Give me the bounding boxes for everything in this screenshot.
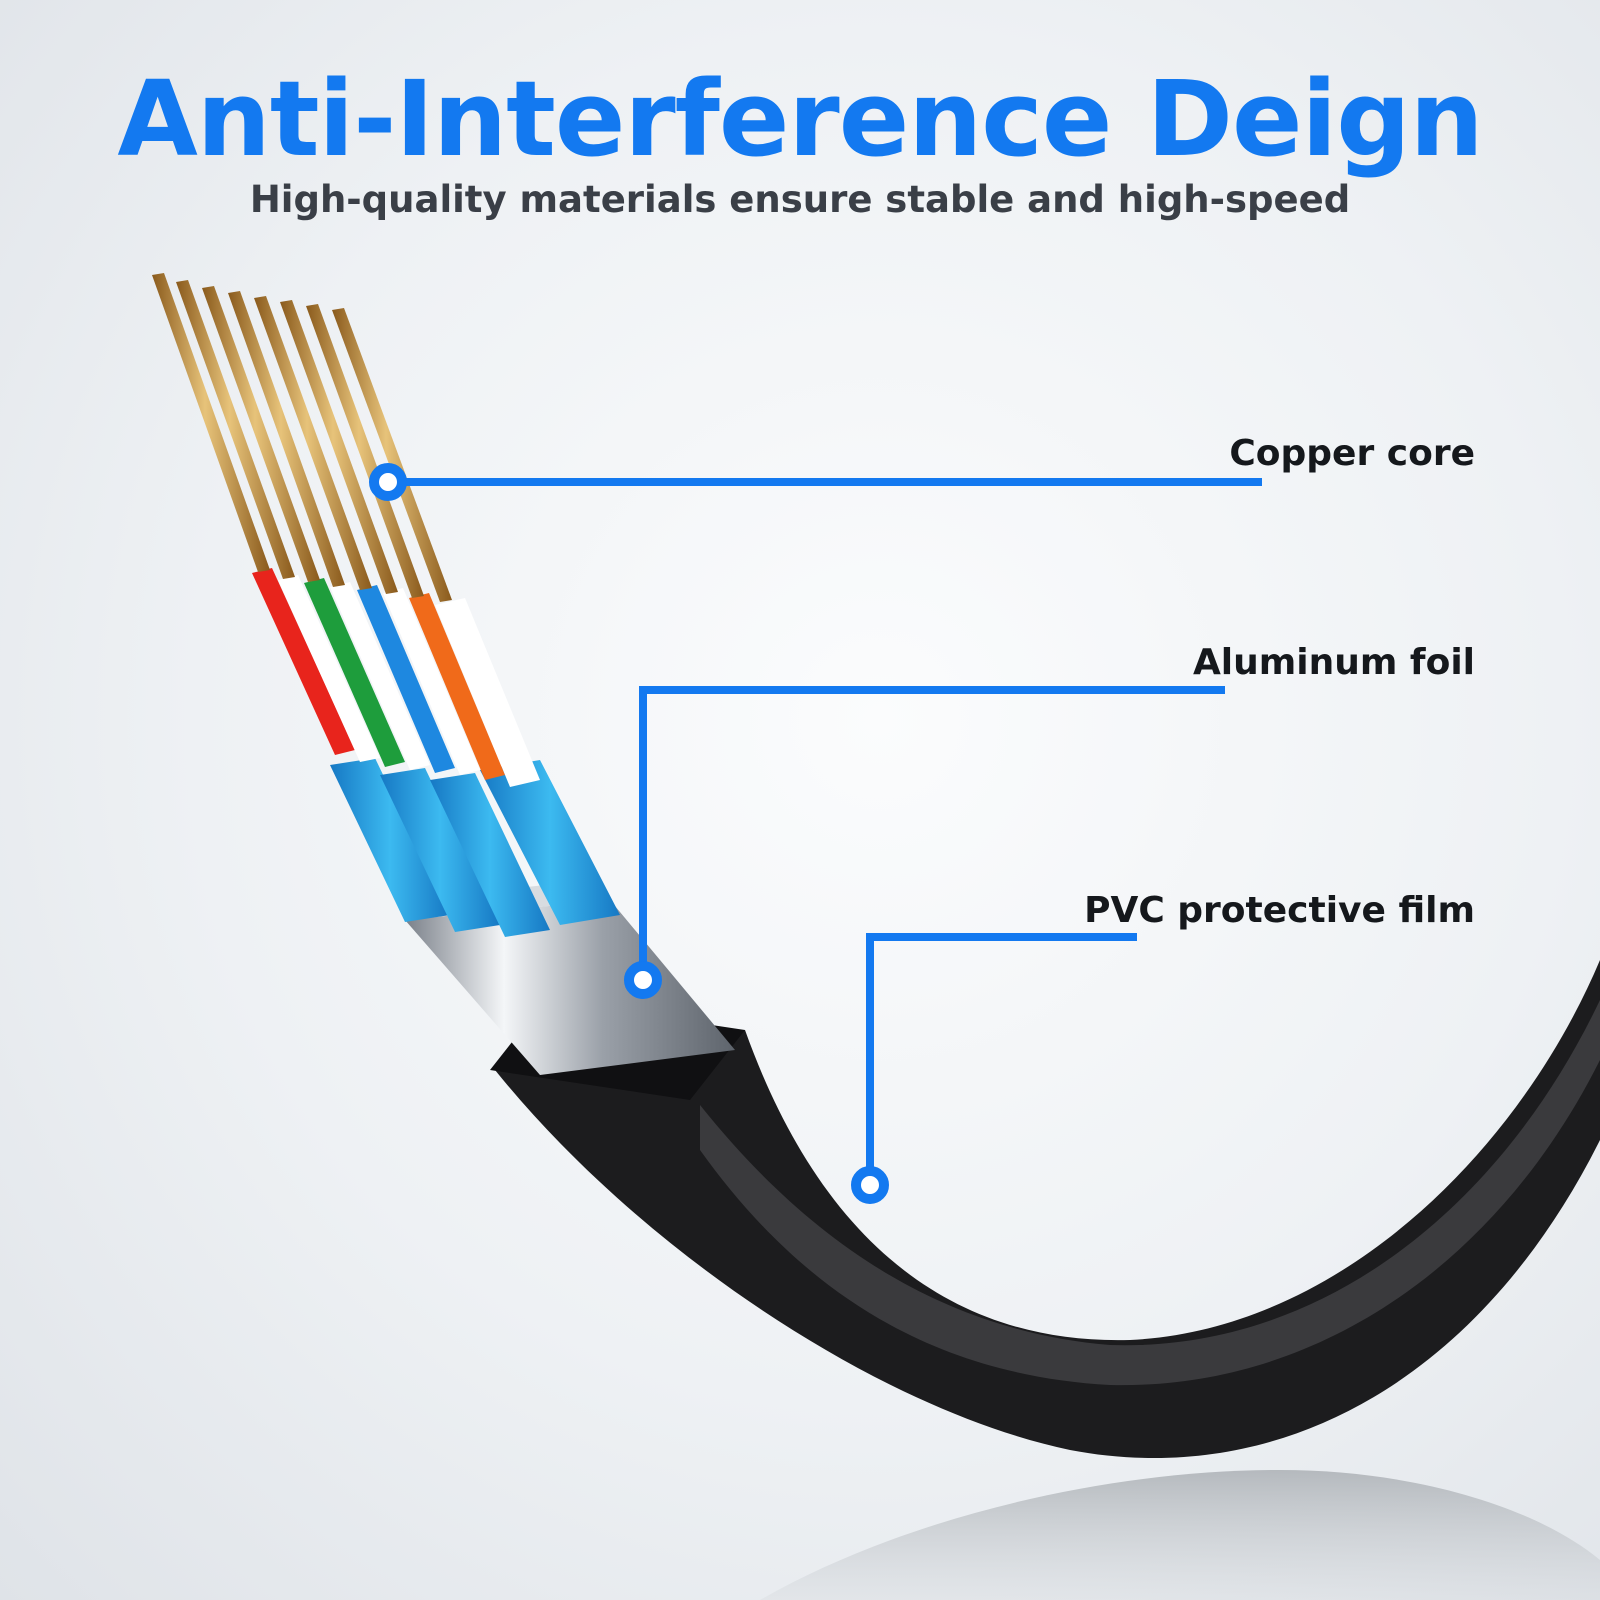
callout-lines: [388, 478, 1262, 1185]
callout-markers: [369, 463, 889, 1204]
aluminum-foil-sleeve: [405, 900, 735, 1075]
copper-core-marker: [369, 463, 407, 501]
pvc-film-marker: [851, 1166, 889, 1204]
copper-core-strands: [152, 273, 452, 602]
pvc-film-leader: [866, 933, 1137, 1185]
page-subtitle: High-quality materials ensure stable and…: [249, 178, 1351, 221]
cable-reflection: [760, 1470, 1600, 1600]
page-title: Anti-Interference Deign: [117, 58, 1483, 180]
insulated-conductors: [252, 568, 540, 787]
aluminum-foil-label: Aluminum foil: [1192, 642, 1475, 683]
copper-core-label: Copper core: [1229, 433, 1475, 474]
cable-jacket-highlight: [700, 1000, 1600, 1386]
aluminum-foil-marker: [624, 961, 662, 999]
aluminum-foil-leader: [639, 686, 1225, 975]
pvc-film-label: PVC protective film: [1084, 890, 1475, 931]
blue-shielded-pairs: [330, 758, 620, 937]
